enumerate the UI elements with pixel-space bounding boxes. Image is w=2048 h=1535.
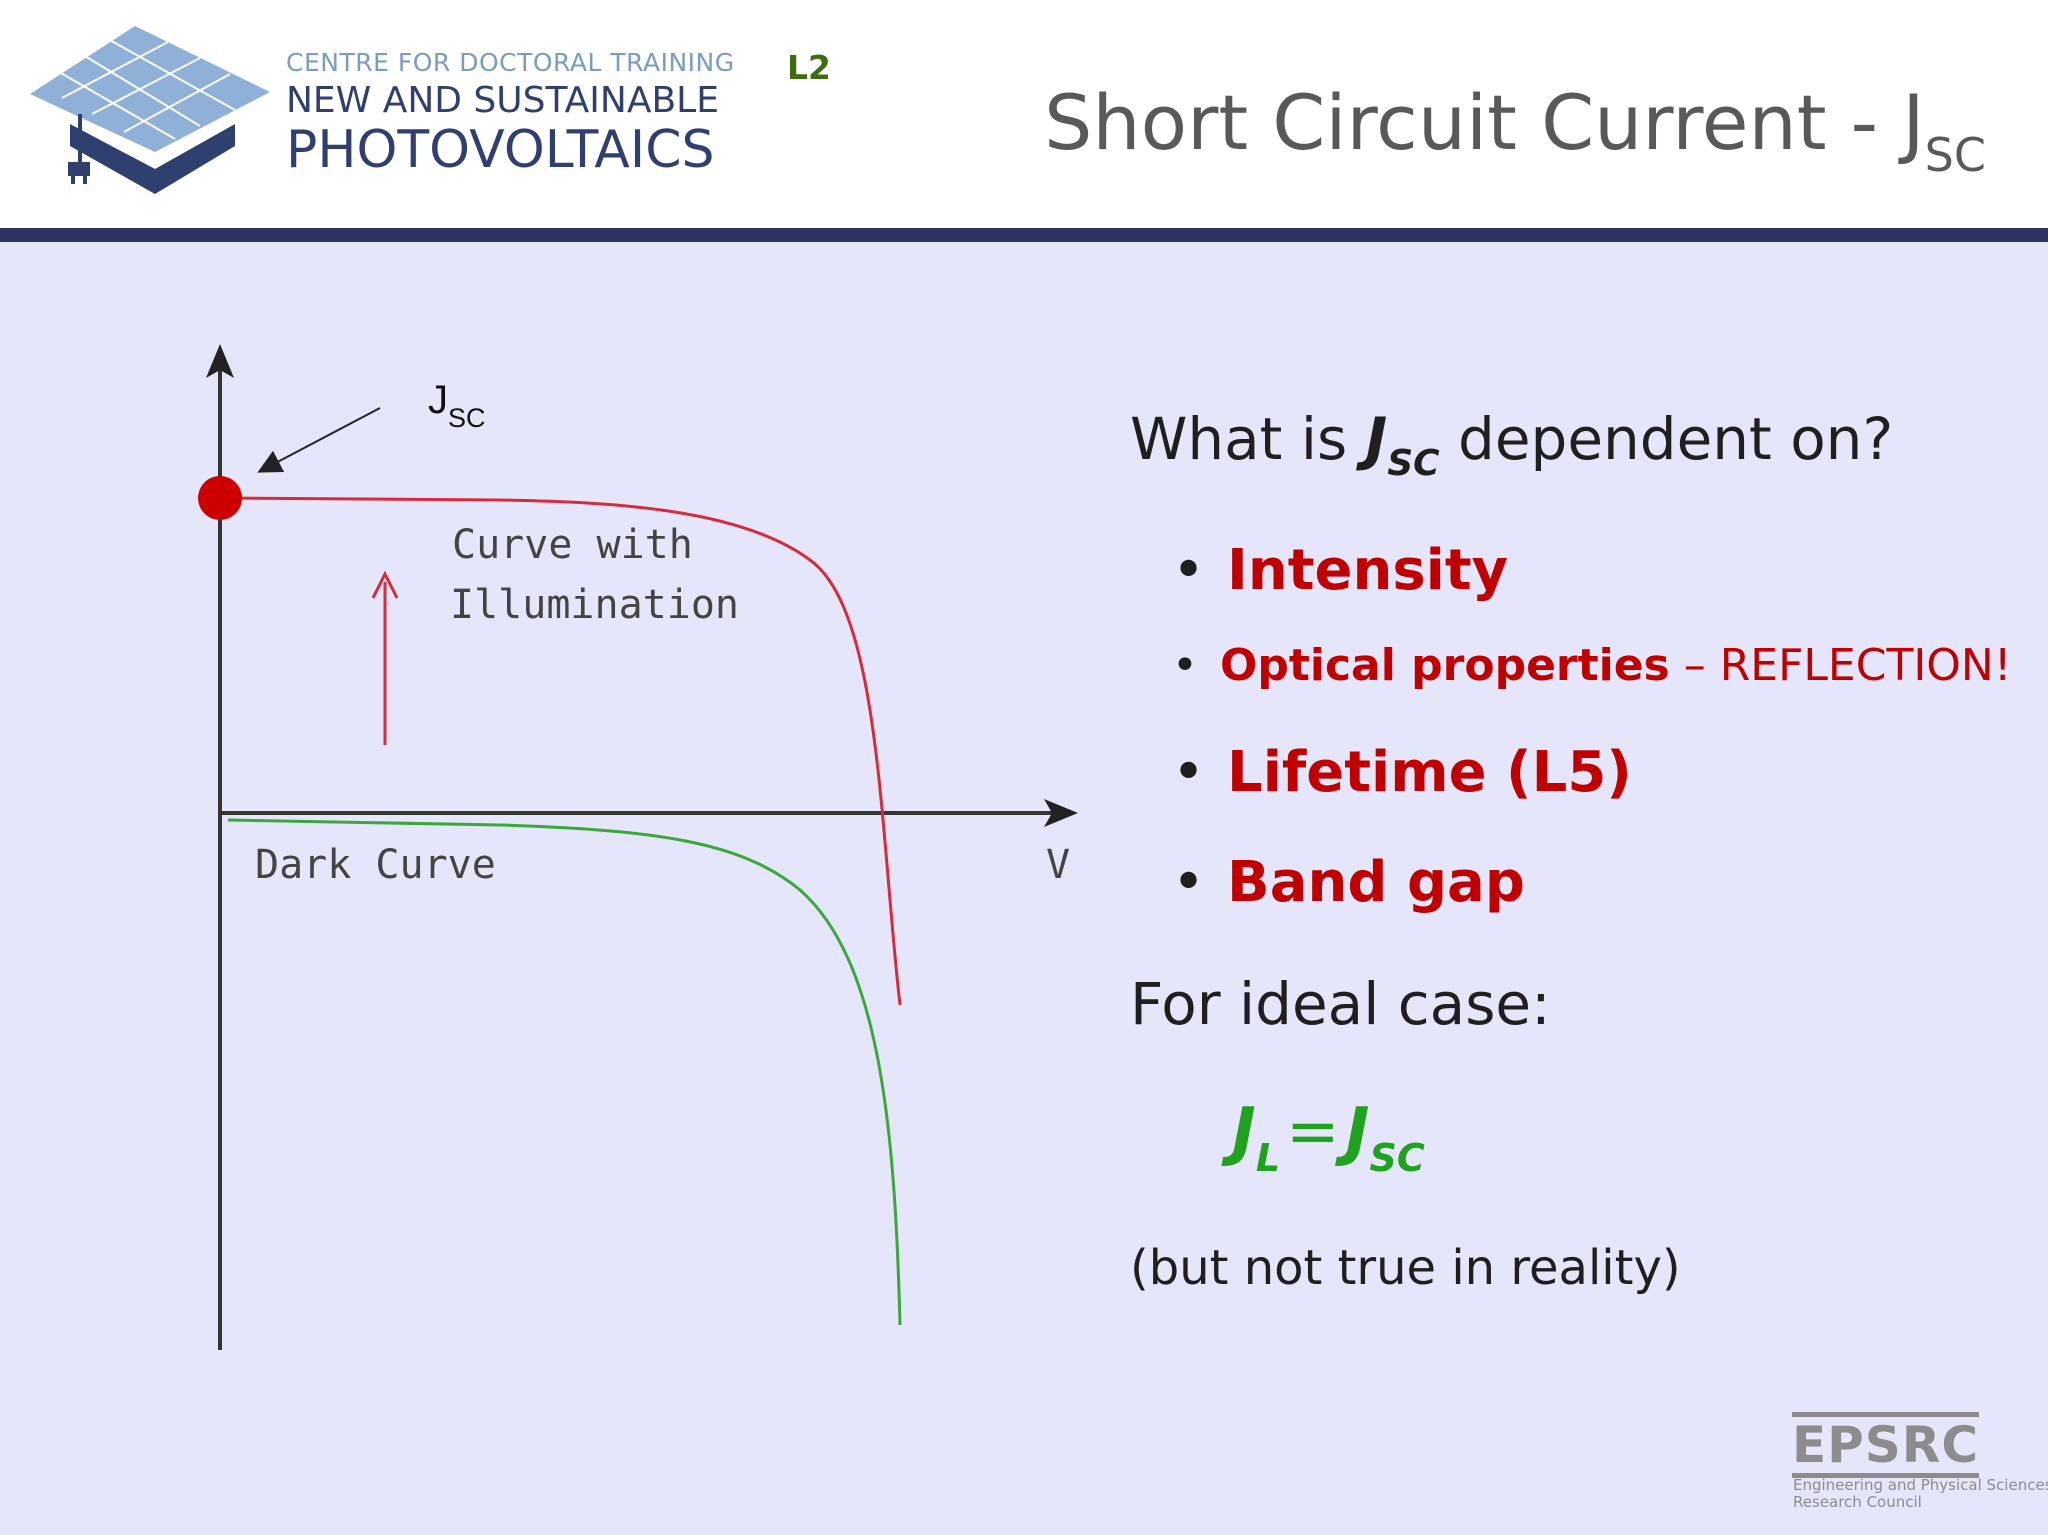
funder-full-name-line1: Engineering and Physical Sciences: [1793, 1476, 2048, 1494]
slide-title-subscript: SC: [1924, 128, 1986, 182]
bullet-optical-properties: •Optical properties – REFLECTION!: [1172, 640, 2012, 691]
illumination-label-line2: Illumination: [450, 582, 739, 628]
bullet-band-gap: •Band gap: [1172, 850, 1525, 915]
org-line-2: NEW AND SUSTAINABLE: [286, 80, 719, 121]
ideal-case-heading: For ideal case:: [1130, 970, 1551, 1038]
jsc-pointer-arrow: [257, 407, 381, 473]
dark-curve: [227, 818, 902, 1326]
dark-curve-label: Dark Curve: [255, 842, 496, 888]
voltage-axis-label: V: [1046, 842, 1070, 888]
org-line-1: CENTRE FOR DOCTORAL TRAINING: [286, 48, 735, 77]
solar-panel-graduation-cap-logo: [30, 26, 270, 194]
slide-header: [0, 0, 2048, 228]
x-axis-arrowhead: [1044, 799, 1078, 827]
lecture-number: L2: [787, 48, 831, 87]
org-line-3: PHOTOVOLTAICS: [286, 120, 715, 180]
y-axis-arrowhead: [206, 344, 234, 378]
funder-full-name-line2: Research Council: [1793, 1493, 1922, 1511]
jsc-symbol: JSC: [1365, 405, 1440, 484]
funder-logo: EPSRC: [1792, 1412, 1980, 1478]
header-divider: [0, 228, 2048, 242]
illumination-label-line1: Curve with: [452, 522, 693, 568]
illuminated-curve: [219, 496, 902, 1006]
bullet-lifetime: •Lifetime (L5): [1172, 740, 1632, 805]
ideal-formula: JL=JSC: [1232, 1095, 1425, 1180]
slide-title-main: Short Circuit Current - J: [1044, 78, 1925, 167]
illumination-shift-arrowhead: [371, 570, 399, 599]
reality-note: (but not true in reality): [1130, 1240, 1681, 1296]
iv-curve-figure: JSC Curve with Illumination Dark Curve V: [198, 344, 1078, 1350]
slide-body: [0, 242, 2048, 1535]
jsc-label: JSC: [428, 378, 486, 433]
slide-title: Short Circuit Current - JSC: [1044, 78, 1986, 182]
jsc-point: [198, 476, 242, 520]
bullet-intensity: •Intensity: [1172, 538, 1509, 603]
question-heading: What is JSC dependent on?: [1130, 405, 1894, 484]
